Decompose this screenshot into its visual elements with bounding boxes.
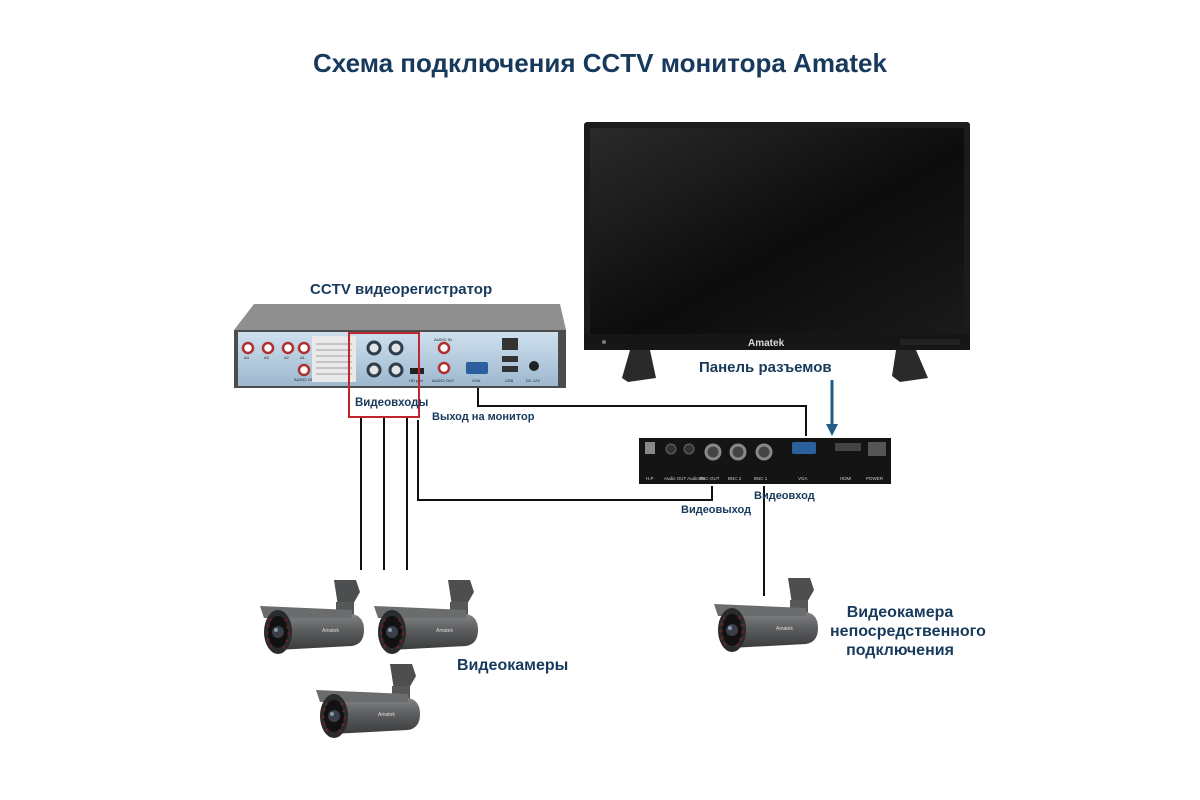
- direct-camera-label-line1: Видеокамера: [846, 604, 954, 621]
- panel-audio-label: Audio OUT Audio IN: [664, 476, 704, 481]
- panel-hdmi-label: HDMI: [840, 476, 852, 481]
- cameras-label: Видеокамеры: [457, 657, 569, 674]
- wiring: [360, 388, 807, 596]
- dvr-a2-label: A2: [284, 355, 290, 360]
- dvr-a4-label: A4: [244, 355, 250, 360]
- dvr-a3-label: A3: [264, 355, 270, 360]
- video-out-label: Видеовыход: [681, 504, 752, 516]
- panel-bnc2-label: BNC 2: [728, 476, 742, 481]
- video-inputs-label: Видеовходы: [355, 397, 429, 409]
- panel-hp-label: H.P: [646, 476, 654, 481]
- dvr-vga-label: VGA: [472, 378, 481, 383]
- vga-wire: [477, 388, 807, 436]
- panel-label: Панель разъемов: [699, 359, 832, 376]
- dvr-a1-label: A1: [300, 355, 306, 360]
- camera-3: Amatek: [316, 664, 420, 738]
- connector-panel: H.P Audio OUT Audio IN BNC-OUT BNC 2 BNC…: [639, 438, 891, 484]
- camera-1: Amatek: [260, 580, 364, 654]
- dvr-audio-out-label: AUDIO OUT: [294, 377, 317, 382]
- direct-camera-label-line2: непосредственного: [830, 623, 986, 640]
- camera-3-brand: Amatek: [378, 712, 395, 718]
- panel-bnc1-label: BNC 1: [754, 476, 768, 481]
- direct-camera-label-line3: подключения: [846, 642, 954, 659]
- panel-arrow-head: [826, 424, 838, 436]
- camera-direct: Amatek: [714, 578, 818, 652]
- dvr-device: A4 A3 A2 A1 AUDIO OUT HD port AUDIO: [234, 304, 566, 388]
- dvr-label: CCTV видеорегистратор: [310, 281, 493, 298]
- panel-power-label: POWER: [866, 476, 884, 481]
- camera-2-brand: Amatek: [436, 628, 453, 634]
- camera-direct-brand: Amatek: [776, 626, 793, 632]
- video-in-label: Видеовход: [754, 490, 815, 502]
- panel-bnc-out-label: BNC-OUT: [699, 476, 720, 481]
- camera-2: Amatek: [374, 580, 478, 654]
- camera-1-brand: Amatek: [322, 628, 339, 634]
- video-out-wire: [417, 420, 713, 501]
- monitor-out-label: Выход на монитор: [432, 411, 535, 423]
- monitor-brand: Amatek: [748, 338, 785, 349]
- panel-vga-label: VGA: [798, 476, 808, 481]
- video-inputs-highlight: [348, 332, 420, 418]
- dvr-usb-label: USB: [505, 378, 514, 383]
- direct-camera-label: Видеокамера непосредственного подключени…: [830, 603, 986, 660]
- diagram-title: Схема подключения CCTV монитора Amatek: [313, 48, 887, 78]
- cctv-monitor: Amatek: [584, 122, 970, 382]
- dvr-dc-label: DC 12V: [526, 378, 540, 383]
- dvr-hd-label: HD port: [409, 378, 424, 383]
- dvr-audio-out2-label: AUDIO OUT: [432, 378, 455, 383]
- dvr-audio-in-label: AUDIO IN: [434, 337, 452, 342]
